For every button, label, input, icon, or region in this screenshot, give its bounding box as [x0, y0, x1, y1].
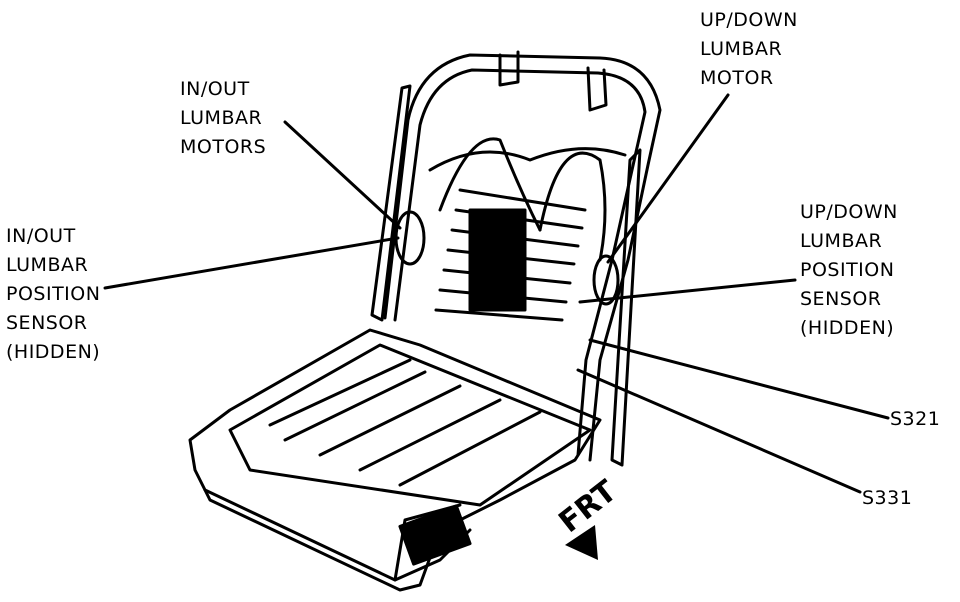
seatback-frame: [383, 53, 662, 462]
label-updown-lumbar-position-sensor: UP/DOWN LUMBAR POSITION SENSOR (HIDDEN): [800, 201, 898, 339]
leader-s331: [576, 368, 862, 494]
label-inout-lumbar-position-sensor: IN/OUT LUMBAR POSITION SENSOR (HIDDEN): [6, 225, 101, 363]
front-arrow-icon: [565, 525, 598, 560]
label-s321: S321: [890, 408, 941, 430]
seatback-frame-inner: [393, 68, 647, 457]
leader-s321: [588, 338, 890, 420]
leader-inout-sensor: [103, 236, 400, 290]
leader-inout-motors: [283, 120, 402, 230]
seat-cushion-frame: [188, 328, 602, 592]
label-s331: S331: [862, 487, 913, 509]
leader-updown-sensor: [578, 278, 797, 304]
leader-updown-motor: [606, 93, 730, 264]
label-updown-lumbar-motor: UP/DOWN LUMBAR MOTOR: [700, 9, 798, 89]
label-inout-lumbar-motors: IN/OUT LUMBAR MOTORS: [180, 78, 267, 158]
